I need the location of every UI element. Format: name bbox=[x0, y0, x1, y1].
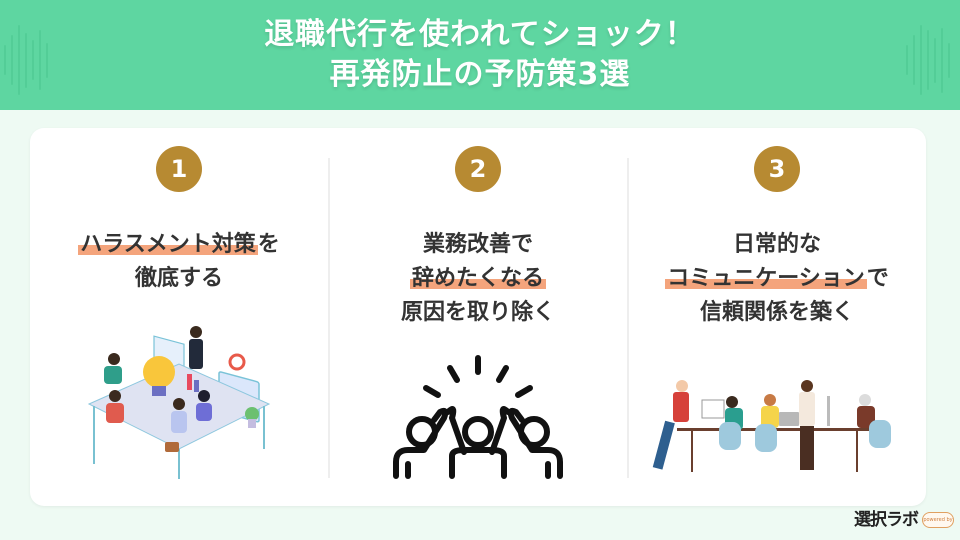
number-badge: 1 bbox=[156, 146, 202, 192]
tip-column-1: 1 ハラスメント対策を 徹底する bbox=[30, 128, 328, 506]
tip-column-2: 2 業務改善で 辞めたくなる 原因を取り除く bbox=[329, 128, 627, 506]
sound-wave-decoration-right bbox=[906, 20, 950, 100]
high-five-team-icon bbox=[393, 355, 563, 479]
coworkers-at-desk-illustration bbox=[652, 380, 891, 472]
number-badge: 3 bbox=[754, 146, 800, 192]
highlighted-text: ハラスメント対策 bbox=[78, 232, 258, 257]
number-badge: 2 bbox=[455, 146, 501, 192]
tip-text: 日常的な コミュニケーションで 信頼関係を築く bbox=[665, 232, 889, 325]
tip-text: ハラスメント対策を 徹底する bbox=[78, 232, 280, 291]
highlighted-text: 辞めたくなる bbox=[409, 266, 546, 291]
column-divider bbox=[328, 158, 330, 478]
brand-logo: 選択ラボ bbox=[854, 510, 919, 530]
highlighted-text: コミュニケーション bbox=[665, 266, 867, 291]
page-title-line2: 再発防止の予防策3選 bbox=[329, 57, 631, 92]
tip-text: 業務改善で 辞めたくなる 原因を取り除く bbox=[400, 232, 555, 325]
header-banner: 退職代行を使われてショック！ 再発防止の予防策3選 bbox=[0, 0, 960, 110]
tip-column-3: 3 日常的な コミュニケーションで 信頼関係を築く bbox=[628, 128, 926, 506]
brand-badge: powered by bbox=[922, 512, 954, 528]
page-title-line1: 退職代行を使われてショック！ bbox=[264, 17, 696, 52]
column-divider bbox=[627, 158, 629, 478]
content-card: 1 ハラスメント対策を 徹底する 2 bbox=[30, 128, 926, 506]
sound-wave-decoration-left bbox=[4, 20, 48, 100]
office-team-meeting-illustration bbox=[87, 326, 271, 479]
